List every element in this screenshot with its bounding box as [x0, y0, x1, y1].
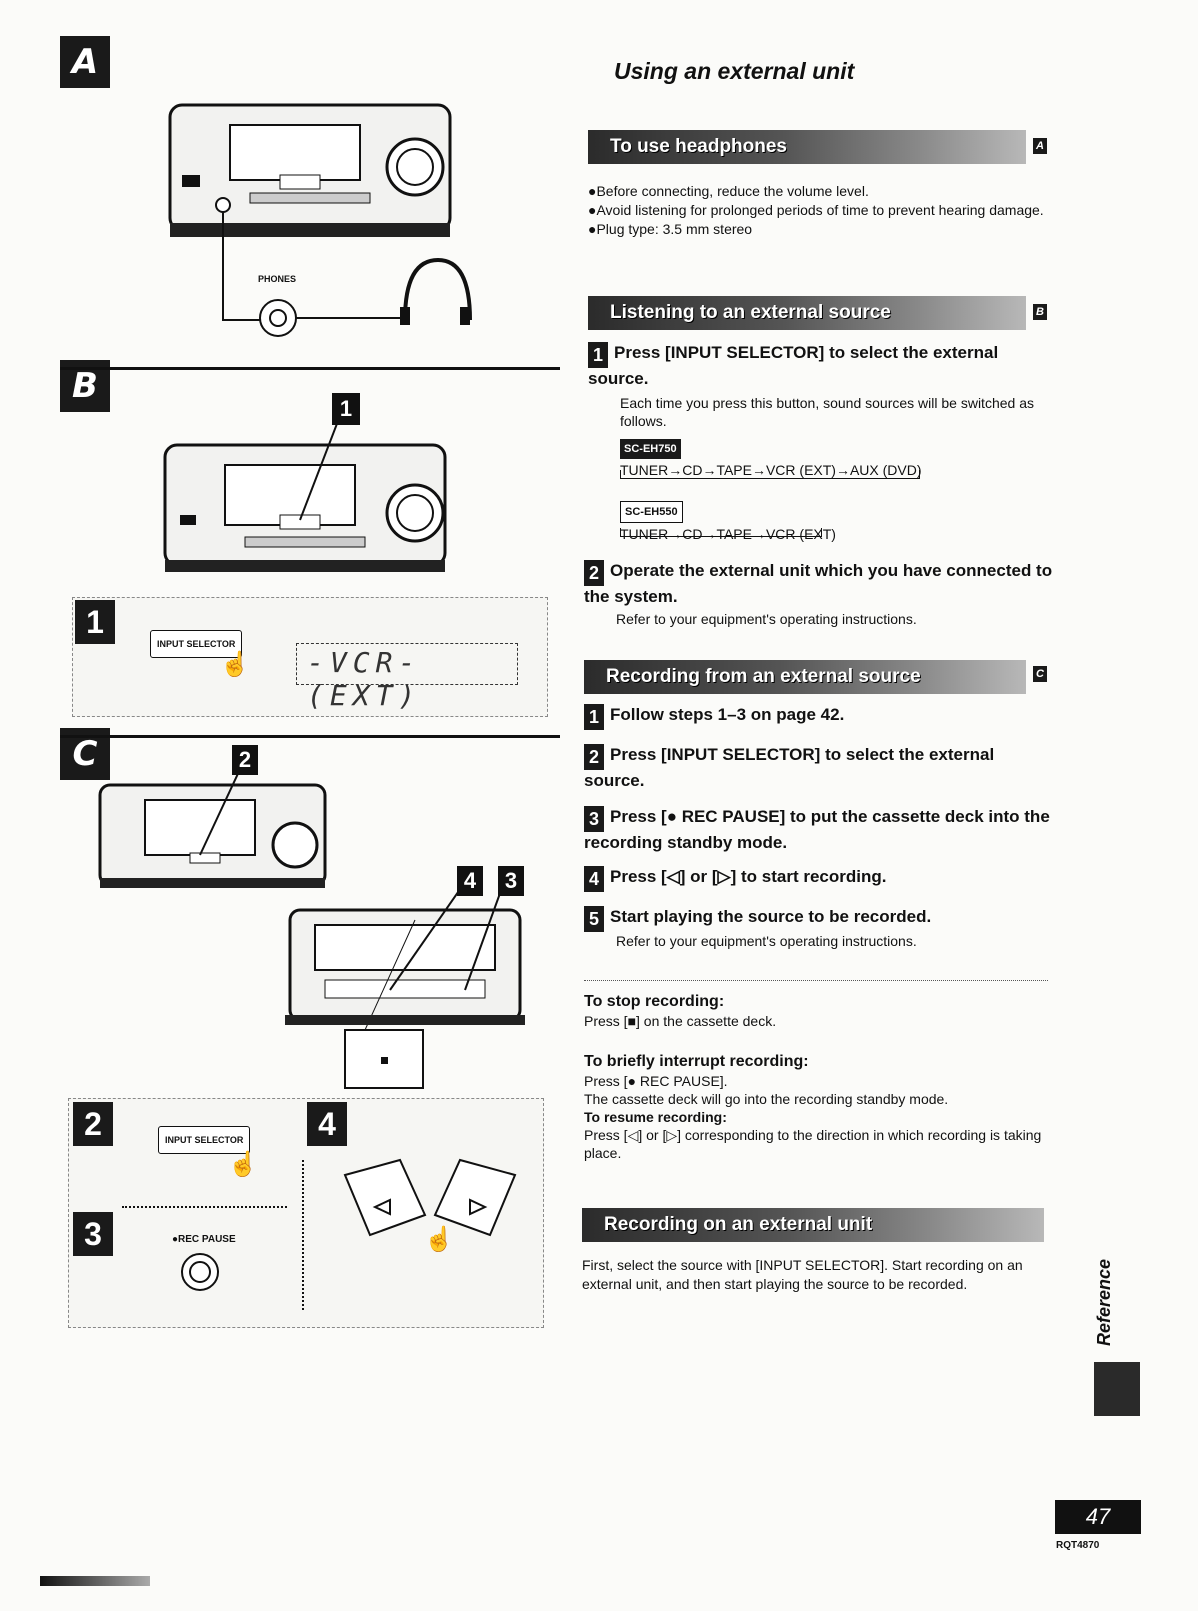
list-item: ●Avoid listening for prolonged periods o…	[588, 202, 1044, 218]
list-item: ●Before connecting, reduce the volume le…	[588, 183, 869, 199]
figure-c-panel-step-2: 2	[73, 1102, 113, 1146]
model-row-2: SC-EH550	[620, 501, 1058, 523]
model-badge: SC-EH550	[620, 501, 683, 523]
footer-bar	[40, 1576, 150, 1586]
record-step-1: 1 Follow steps 1–3 on page 42.	[584, 704, 1054, 730]
step-heading-text: Press [● REC PAUSE] to put the cassette …	[584, 807, 1050, 852]
step-heading-text: Follow steps 1–3 on page 42.	[610, 705, 845, 724]
headphones-banner: To use headphones	[588, 130, 1026, 164]
document-code: RQT4870	[1056, 1540, 1100, 1551]
step-heading: 4 Press [◁] or [▷] to start recording.	[584, 866, 1054, 892]
resume-heading: To resume recording:	[584, 1109, 727, 1125]
figure-c-step-3: 3	[498, 866, 524, 896]
list-item: ●Plug type: 3.5 mm stereo	[588, 221, 753, 237]
step-body: Each time you press this button, sound s…	[620, 395, 1034, 429]
dotted-divider-v	[302, 1160, 304, 1310]
dotted-divider-h	[122, 1206, 287, 1208]
record-step-4: 4 Press [◁] or [▷] to start recording.	[584, 866, 1054, 892]
step-number: 1	[584, 704, 604, 730]
recording-from-banner: Recording from an external source	[584, 660, 1026, 694]
section-a-label: A	[60, 36, 110, 88]
dotted-separator	[584, 980, 1048, 981]
step-heading-text: Press [◁] or [▷] to start recording.	[610, 867, 887, 886]
listening-section-tag: B	[1033, 304, 1047, 320]
step-heading-text: Operate the external unit which you have…	[584, 561, 1053, 606]
figure-c-panel-step-3: 3	[73, 1212, 113, 1256]
rec-pause-label: ●REC PAUSE	[172, 1234, 236, 1245]
sequence-eh750: TUNER→CD→TAPE→VCR (EXT)→AUX (DVD)	[620, 462, 922, 478]
model-row-1: SC-EH750	[620, 438, 1058, 459]
input-selector-button[interactable]: INPUT SELECTOR	[150, 630, 243, 658]
figure-b-panel-step-1: 1	[75, 600, 115, 644]
note-body: Press [■] on the cassette deck.	[584, 1013, 777, 1029]
unit-front-figure-b	[163, 425, 447, 572]
step-body: Refer to your equipment's operating inst…	[616, 611, 917, 627]
cassette-deck-figure	[285, 884, 525, 1089]
step-heading: 1 Follow steps 1–3 on page 42.	[584, 704, 1054, 730]
input-selector-button-c[interactable]: INPUT SELECTOR	[158, 1126, 251, 1154]
recording-from-section-tag: C	[1033, 666, 1047, 682]
section-c-rule	[60, 735, 560, 738]
page-number: 47	[1055, 1500, 1141, 1534]
phones-label: PHONES	[258, 274, 297, 284]
recording-on-body: First, select the source with [INPUT SEL…	[582, 1257, 1023, 1292]
step-heading: 5 Start playing the source to be recorded…	[584, 906, 1054, 932]
step-number: 4	[584, 866, 604, 892]
note-body: The cassette deck will go into the recor…	[584, 1091, 949, 1107]
sequence-eh550: TUNER→CD→TAPE→VCR (EXT)	[620, 526, 836, 542]
figure-c-step-2: 2	[232, 745, 258, 775]
unit-front-figure-c	[98, 775, 327, 888]
step-heading-text: Start playing the source to be recorded.	[610, 907, 932, 926]
finger-press-icon-c: ☝	[228, 1151, 258, 1178]
page-title: Using an external unit	[614, 58, 855, 84]
unit-headphones-figure	[168, 103, 472, 337]
note-body: Press [◁] or [▷] corresponding to the di…	[584, 1127, 1042, 1161]
note-heading: To briefly interrupt recording:	[584, 1053, 809, 1070]
step-body: Refer to your equipment's operating inst…	[616, 933, 917, 949]
step-number: 1	[588, 342, 608, 368]
record-step-5: 5 Start playing the source to be recorded…	[584, 906, 1054, 950]
headphones-bullets: ●Before connecting, reduce the volume le…	[588, 182, 1050, 239]
step-number: 2	[584, 744, 604, 770]
reference-side-tab: Reference	[1094, 1258, 1114, 1346]
interrupt-recording-note: To briefly interrupt recording: Press [●…	[584, 1052, 1050, 1162]
figure-b-step-1: 1	[332, 393, 360, 425]
note-body: Press [● REC PAUSE].	[584, 1073, 728, 1089]
step-number: 2	[584, 560, 604, 586]
step-heading-text: Press [INPUT SELECTOR] to select the ext…	[588, 343, 999, 388]
step-number: 5	[584, 906, 604, 932]
play-direction-buttons[interactable]	[340, 1155, 520, 1265]
figure-c-step-4: 4	[457, 866, 483, 896]
listening-banner: Listening to an external source	[588, 296, 1026, 330]
section-b-rule	[60, 367, 560, 370]
side-tab-block	[1094, 1362, 1140, 1416]
step-number: 3	[584, 806, 604, 832]
headphones-section-tag: A	[1033, 138, 1047, 154]
model-badge: SC-EH750	[620, 439, 681, 459]
finger-press-icon: ☝	[220, 651, 250, 678]
display-readout: -VCR-(EXT)	[296, 643, 518, 712]
loop-arrow-1	[620, 470, 920, 479]
recording-on-banner: Recording on an external unit	[582, 1208, 1044, 1242]
rec-pause-button[interactable]	[178, 1250, 228, 1300]
step-heading-text: Press [INPUT SELECTOR] to select the ext…	[584, 745, 995, 790]
loop-arrow-2	[620, 528, 822, 537]
figure-c-panel-step-4: 4	[307, 1102, 347, 1146]
finger-press-icon-d: ☝	[424, 1226, 454, 1253]
stop-recording-note: To stop recording: Press [■] on the cass…	[584, 992, 1050, 1030]
note-heading: To stop recording:	[584, 993, 725, 1010]
